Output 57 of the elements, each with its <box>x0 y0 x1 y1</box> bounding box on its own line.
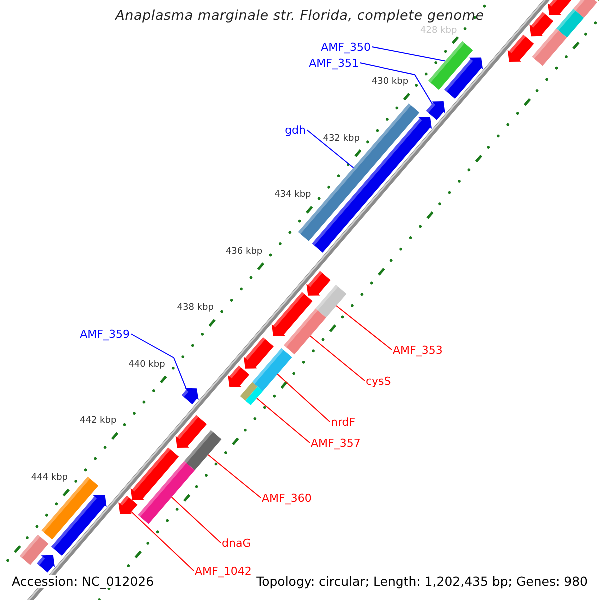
gene-feature <box>130 448 180 500</box>
gene-bar <box>252 348 292 392</box>
scale-label: 440 kbp <box>128 358 166 372</box>
gene-bar <box>556 8 584 38</box>
gene-bar <box>532 28 568 66</box>
scale-label: 430 kbp <box>372 76 409 90</box>
gene-bar <box>428 41 474 90</box>
gene-bar <box>20 534 49 566</box>
genome-info-text: Topology: circular; Length: 1,202,435 bp; Genes: 980 <box>254 574 590 588</box>
gene-bar <box>574 0 598 18</box>
gene-feature <box>118 496 138 514</box>
gene-feature <box>306 271 331 296</box>
scale-label: 428 kbp <box>420 24 458 38</box>
accession-text: Accession: NC_012026 <box>10 574 156 588</box>
gene-feature <box>272 292 313 336</box>
gene-feature <box>37 555 55 573</box>
scale-label: 432 kbp <box>323 132 360 146</box>
scale-label: 434 kbp <box>274 189 312 202</box>
gene-label: AMF_350 <box>321 40 371 54</box>
gene-feature <box>444 58 484 100</box>
gene-label: AMF_360 <box>262 492 312 504</box>
leader-line <box>208 454 262 498</box>
leader-line <box>306 130 354 168</box>
gene-label: dnaG <box>222 536 252 550</box>
gene-bar <box>284 308 326 355</box>
gene-label: AMF_357 <box>311 436 361 450</box>
scale-label: 444 kbp <box>31 472 68 485</box>
gene-label: cysS <box>366 374 392 388</box>
leader-line <box>130 334 188 390</box>
gene-feature <box>244 337 274 369</box>
gene-feature <box>182 388 199 404</box>
scale-label: 436 kbp <box>226 246 263 259</box>
map-title: Anaplasma marginale str. Florida, complete genome <box>114 10 486 23</box>
gene-bar <box>184 430 222 471</box>
gene-feature <box>176 415 208 448</box>
gene-label: AMF_351 <box>309 56 359 70</box>
gene-feature <box>530 12 554 37</box>
gene-bar <box>316 284 347 318</box>
gene-feature <box>52 495 107 556</box>
gene-feature <box>312 117 432 253</box>
gene-label: gdh <box>285 124 306 136</box>
leader-line <box>131 512 194 572</box>
leader-line <box>372 46 446 62</box>
gene-bar <box>240 382 264 406</box>
gene-label: nrdF <box>331 416 356 428</box>
gene-label: AMF_359 <box>80 328 130 340</box>
gene-label: AMF_1042 <box>195 564 252 578</box>
leader-line <box>277 374 330 422</box>
gene-bar <box>138 461 195 524</box>
leader-line <box>336 305 392 350</box>
gene-feature <box>228 366 250 388</box>
gene-feature <box>508 34 534 62</box>
leader-line <box>360 62 433 105</box>
gene-label: AMF_353 <box>393 344 443 356</box>
gene-feature <box>426 102 446 120</box>
scale-label: 442 kbp <box>80 415 117 428</box>
scale-label: 438 kbp <box>177 302 214 316</box>
